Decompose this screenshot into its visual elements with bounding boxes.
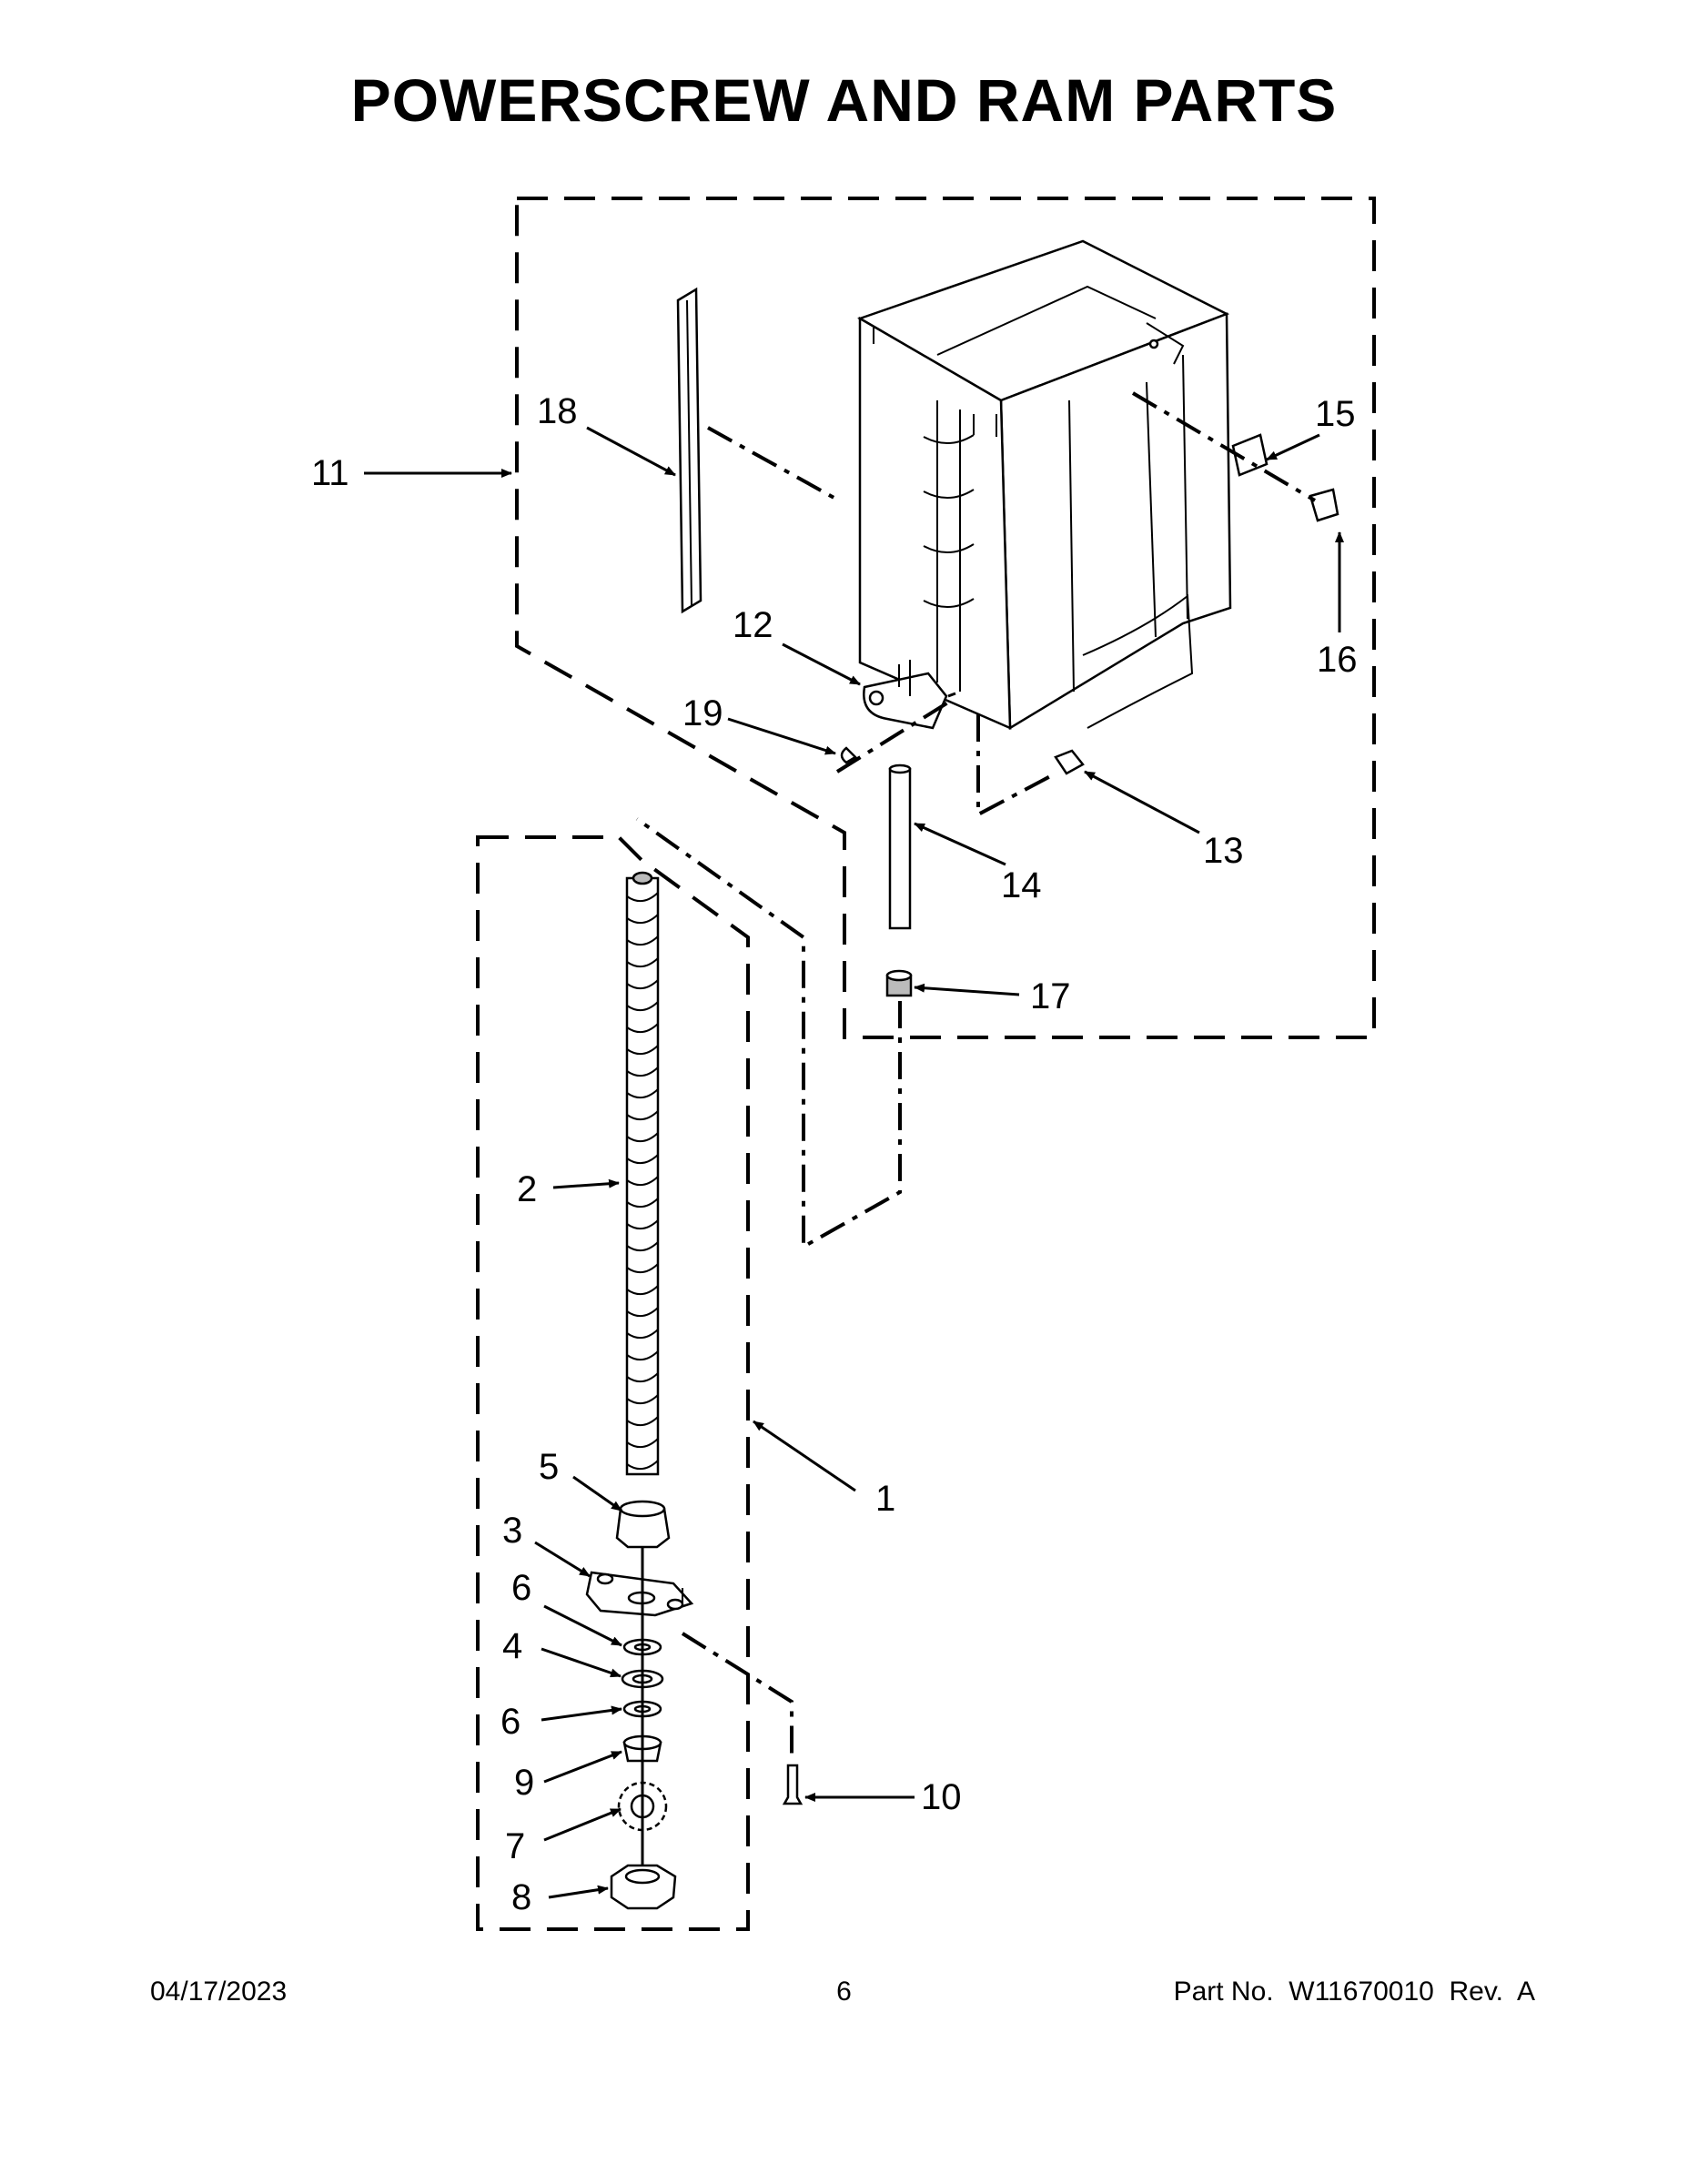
callout-1: 1: [875, 1479, 895, 1519]
screw-13: [1054, 749, 1085, 775]
screw-16: [1309, 488, 1339, 522]
callout-6a: 6: [511, 1568, 531, 1608]
callout-16: 16: [1317, 640, 1358, 680]
callout-13: 13: [1203, 831, 1244, 871]
callout-3: 3: [502, 1511, 522, 1551]
mount-plate-3: [585, 1571, 694, 1617]
callout-8: 8: [511, 1877, 531, 1917]
ram-assembly-boundary: [515, 197, 1376, 1039]
bearing-5: [615, 1500, 671, 1549]
ram-rod: [888, 763, 912, 930]
callout-11: 11: [311, 453, 349, 493]
callout-4: 4: [502, 1626, 522, 1666]
page-title: POWERSCREW AND RAM PARTS: [350, 66, 1338, 134]
callout-17: 17: [1030, 976, 1071, 1016]
callout-15: 15: [1315, 394, 1356, 434]
ram-body: [857, 239, 1232, 731]
footer-part-number: Part No. W11670010 Rev. A: [1173, 1977, 1535, 2007]
callout-7: 7: [505, 1826, 525, 1866]
side-rail: [676, 287, 702, 614]
rod-bushing: [885, 969, 913, 997]
callout-19: 19: [682, 693, 723, 733]
callout-5: 5: [539, 1447, 559, 1487]
powerscrew: [625, 871, 660, 1476]
powerscrew-assembly-boundary: [476, 835, 750, 1931]
footer-date: 04/17/2023: [150, 1977, 288, 2007]
link-pin: [840, 746, 858, 764]
footer-page-number: 6: [836, 1977, 852, 2007]
callout-12: 12: [733, 605, 773, 645]
callout-18: 18: [537, 391, 578, 431]
callout-6b: 6: [500, 1702, 521, 1742]
callout-10: 10: [921, 1777, 962, 1817]
screw-10: [782, 1764, 804, 1805]
nut-8: [610, 1864, 677, 1910]
bracket-15: [1231, 433, 1269, 477]
callout-2: 2: [517, 1169, 537, 1209]
callout-14: 14: [1001, 865, 1042, 905]
leaders: [364, 426, 1344, 1899]
callout-9: 9: [514, 1763, 534, 1803]
